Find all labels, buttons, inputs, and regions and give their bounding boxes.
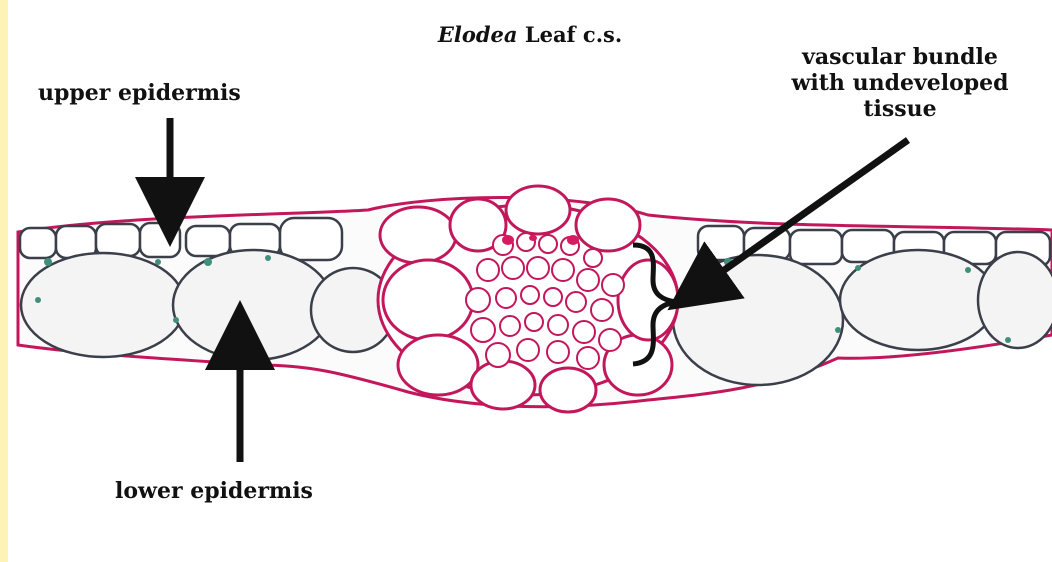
label-lower-epidermis: lower epidermis: [115, 478, 313, 504]
label-upper-epidermis: upper epidermis: [38, 80, 241, 106]
label-vascular-line1: vascular bundle: [750, 44, 1050, 70]
title-rest: Leaf c.s.: [518, 22, 623, 47]
label-vascular-line3: tissue: [750, 96, 1050, 122]
label-vascular-bundle: vascular bundle with undeveloped tissue: [750, 44, 1050, 122]
title-genus: Elodea: [438, 22, 518, 47]
label-vascular-line2: with undeveloped: [750, 70, 1050, 96]
diagram-canvas: Elodea Leaf c.s. upper epidermis lower e…: [8, 0, 1052, 562]
